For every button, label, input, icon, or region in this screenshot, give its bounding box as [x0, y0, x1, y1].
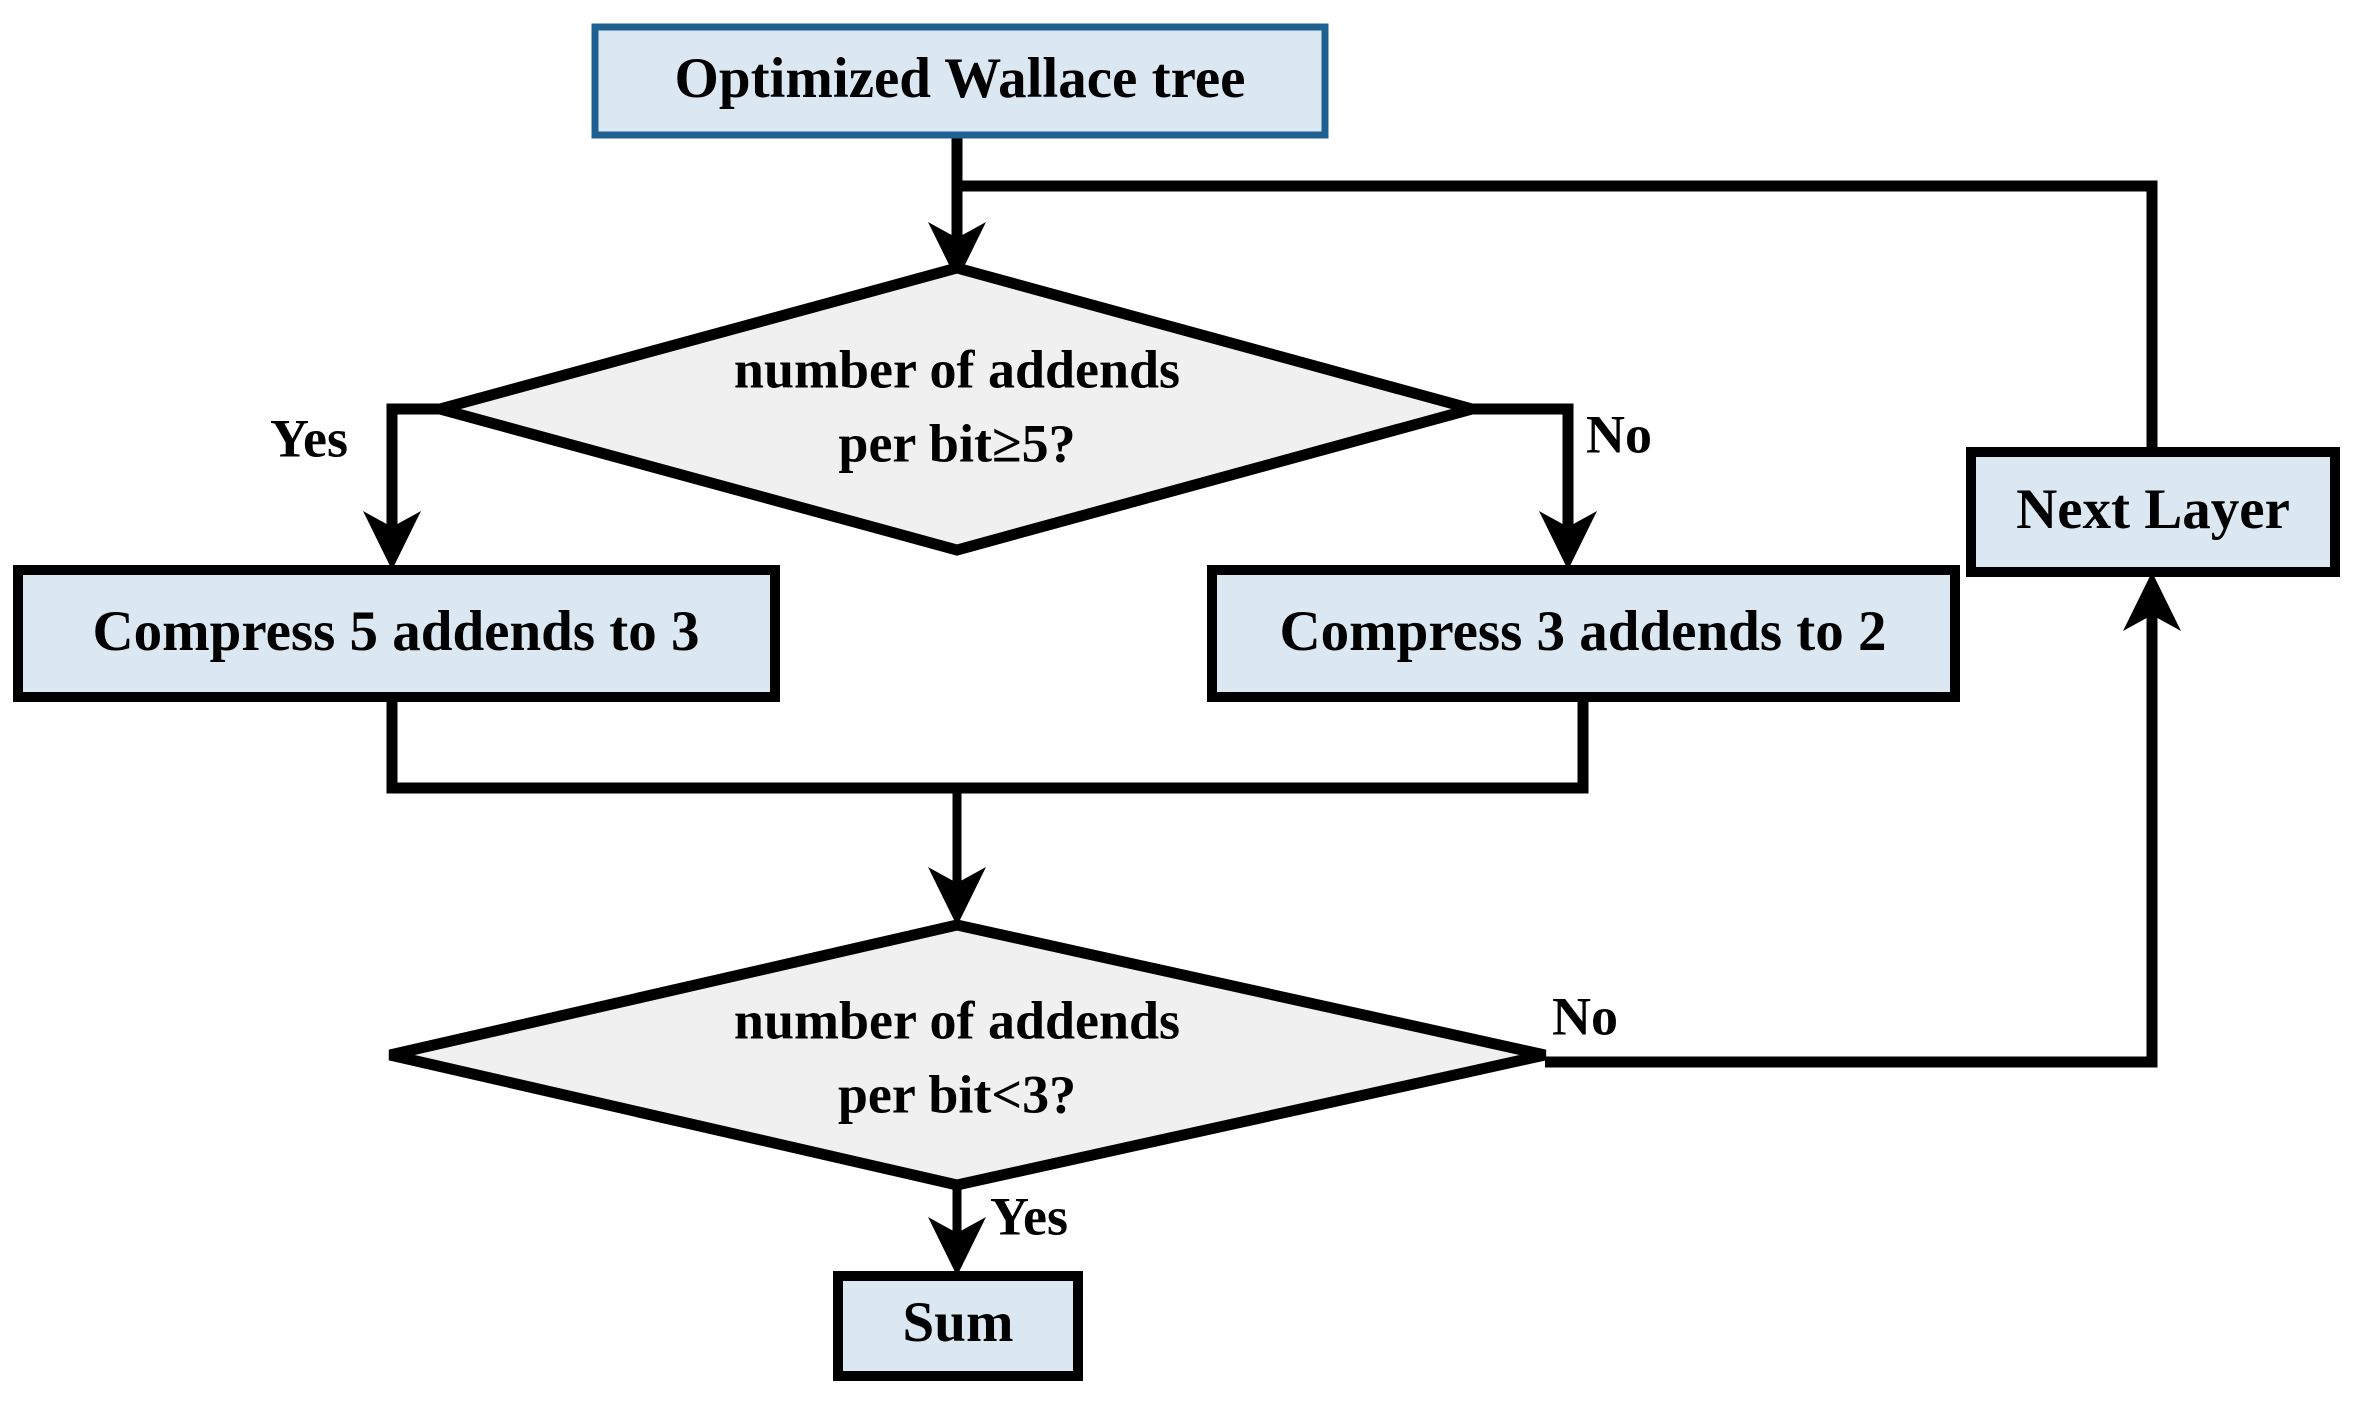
edge-label-decision1-no: No [1586, 404, 1652, 464]
edge-label-decision2-no: No [1552, 986, 1618, 1046]
node-optimized-wallace-tree-shape [591, 23, 1329, 139]
node-next-layer[interactable]: Next Layer [1966, 447, 2340, 577]
node-compress-3-addends-to-2-label: Compress 3 addends to 2 [1279, 600, 1886, 663]
node-compress-5-addends-to-3-label: Compress 5 addends to 3 [92, 600, 699, 663]
node-decision-addends-lt-3-label-line2: per bit<3? [838, 1064, 1076, 1124]
edge-decision1-to-compress5 [363, 403, 440, 570]
node-decision-addends-ge-5-label-line2: per bit≥5? [838, 413, 1075, 473]
node-sum-shape [833, 1271, 1083, 1381]
node-decision-addends-lt-3[interactable]: number of addends per bit<3? [388, 919, 1547, 1191]
node-optimized-wallace-tree[interactable]: Optimized Wallace tree [591, 23, 1329, 139]
node-optimized-wallace-tree-label: Optimized Wallace tree [675, 47, 1246, 110]
node-next-layer-shape [1966, 447, 2340, 577]
node-compress-3-addends-to-2[interactable]: Compress 3 addends to 2 [1207, 565, 1960, 702]
node-sum-label: Sum [903, 1291, 1014, 1354]
node-decision-addends-ge-5-label-line1: number of addends [734, 339, 1180, 399]
node-next-layer-label: Next Layer [2016, 478, 2290, 541]
node-compress-5-addends-to-3[interactable]: Compress 5 addends to 3 [13, 565, 780, 702]
node-decision-addends-ge-5-shape [419, 262, 1493, 556]
edge-nextlayer-to-decision1 [957, 180, 2158, 452]
edge-decision2-to-nextlayer [1545, 572, 2181, 1068]
node-decision-addends-ge-5[interactable]: number of addends per bit≥5? [419, 262, 1493, 556]
edge-label-decision1-yes: Yes [270, 408, 348, 468]
edge-compress-merge-to-decision2 [386, 697, 1589, 926]
node-sum[interactable]: Sum [833, 1271, 1083, 1381]
node-decision-addends-lt-3-shape [388, 919, 1547, 1191]
node-compress-3-addends-to-2-shape [1207, 565, 1960, 702]
node-decision-addends-lt-3-label-line1: number of addends [734, 990, 1180, 1050]
node-compress-5-addends-to-3-shape [13, 565, 780, 702]
edge-decision1-to-compress3 [1472, 403, 1597, 570]
edge-start-to-decision1 [928, 135, 986, 281]
edge-label-decision2-yes: Yes [990, 1186, 1068, 1246]
edge-decision2-to-sum [928, 1185, 986, 1276]
